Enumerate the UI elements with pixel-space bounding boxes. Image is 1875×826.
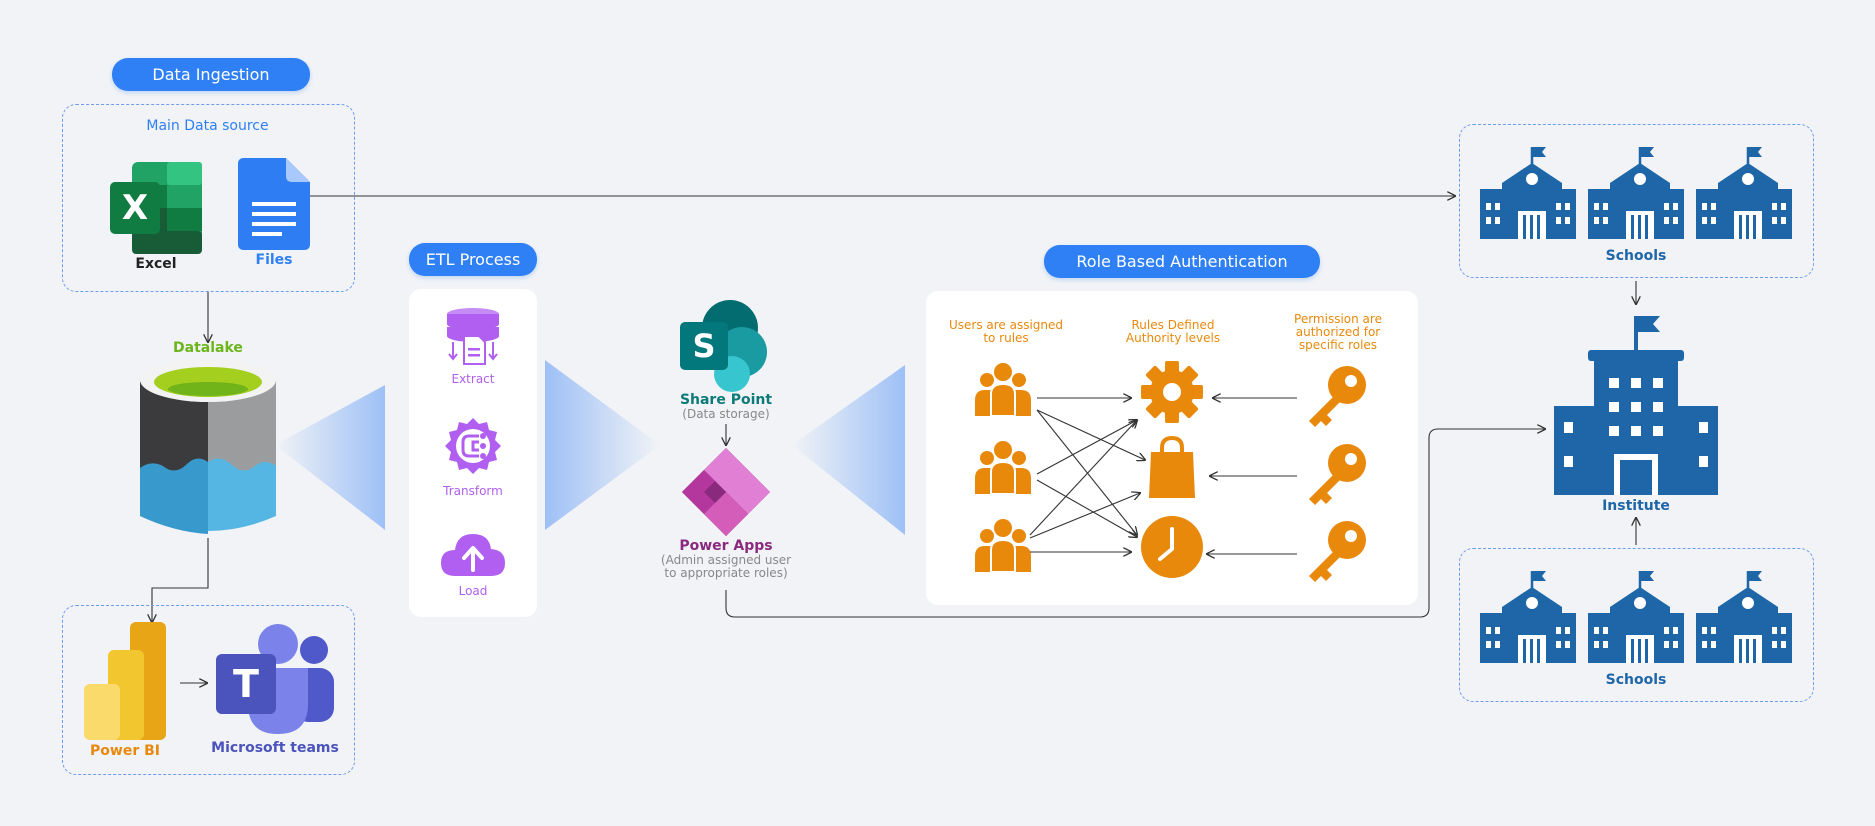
rba-title: Role Based Authentication [1044,245,1320,278]
rba-col-users-line1: Users are assigned [948,318,1064,332]
powerapps-sublabel-2: to appropriate roles) [664,566,788,580]
powerapps-sublabel-1: (Admin assigned user [660,553,792,567]
institute-label: Institute [1602,498,1670,514]
fan-apps-rba [792,365,905,535]
rba-link-u1-bag [1036,409,1145,460]
excel-icon: X [108,160,204,256]
schools-bottom-group [1459,548,1814,702]
rba-col-users-line2: to rules [983,331,1029,345]
rba-link-u3-gear [1029,420,1137,536]
schools-top-group [1459,124,1814,278]
sharepoint-sublabel: (Data storage) [682,407,770,421]
fan-etl-apps [545,360,660,530]
school-icon-bottom-2 [1586,569,1686,665]
fan-datalake-etl [275,385,385,530]
rba-link-u1-clock [1036,409,1137,535]
schools-bottom-label: Schools [1605,672,1667,688]
files-label: Files [255,252,293,268]
school-icon-bottom-1 [1478,569,1578,665]
files-icon [238,158,310,250]
rba-link-u2-clock [1036,479,1137,537]
powerbi-icon [80,622,170,740]
load-label: Load [458,584,488,598]
reporting-group [62,605,355,775]
rba-col-rules-line1: Rules Defined [1131,318,1215,332]
main-data-source-label: Main Data source [146,118,269,134]
excel-glyph: X [121,188,149,228]
schools-top-label: Schools [1605,248,1667,264]
powerapps-icon [680,446,772,538]
teams-icon: T [214,624,336,736]
shopping-bag-icon [1149,435,1195,498]
rba-col-permission-line1: Permission are [1294,312,1382,326]
rba-link-u2-gear [1036,420,1137,475]
sharepoint-label: Share Point [679,392,773,408]
powerbi-label: Power BI [90,743,160,759]
institute-icon [1554,316,1718,495]
teams-glyph: T [233,662,259,706]
clock-icon [1141,516,1203,578]
gear-icon [1141,361,1203,423]
rba-col-rules-line2: Authority levels [1125,331,1221,345]
school-icon-top-2 [1586,145,1686,241]
datalake-label: Datalake [173,340,243,356]
data-ingestion-title: Data Ingestion [112,58,310,91]
rba-col-permission-line2: authorized for [1295,325,1381,339]
transform-label: Transform [443,484,503,498]
school-icon-top-3 [1694,145,1794,241]
teams-label: Microsoft teams [211,740,339,756]
extract-label: Extract [451,372,495,386]
load-icon [441,532,505,576]
powerapps-label: Power Apps [679,538,773,554]
etl-process-title: ETL Process [409,243,537,276]
datalake-icon [139,356,277,540]
excel-label: Excel [135,256,177,272]
school-icon-bottom-3 [1694,569,1794,665]
sharepoint-icon: S [678,300,772,392]
rba-link-u3-bag [1029,493,1140,539]
extract-icon [443,308,503,366]
arrow-powerapps-institute [725,429,1545,618]
data-source-group [62,104,355,292]
school-icon-top-1 [1478,145,1578,241]
rba-col-permission-line3: specific roles [1298,338,1378,352]
transform-icon [443,416,503,476]
sharepoint-glyph: S [692,327,716,365]
